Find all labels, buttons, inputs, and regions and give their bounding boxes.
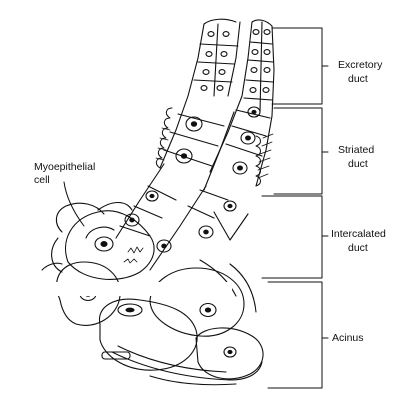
label-myoepithelial-line2: cell (34, 174, 50, 186)
label-intercalated-line1: Intercalated (331, 228, 386, 240)
label-intercalated-line2: duct (348, 242, 368, 254)
myoepithelial-cell-shape (41, 201, 133, 273)
label-excretory-line2: duct (348, 73, 368, 85)
bracket-acinus (267, 281, 323, 389)
label-myoepithelial-line1: Myoepithelial (34, 161, 95, 173)
intercalated-duct-shape (115, 163, 249, 271)
bracket-intercalated (261, 195, 323, 279)
label-striated-line1: Striated (338, 144, 374, 156)
bracket-striated (273, 107, 323, 195)
acinus-cluster (56, 210, 264, 386)
striated-duct-shape (155, 95, 274, 191)
excretory-duct-shape (187, 18, 275, 117)
label-acinus: Acinus (332, 332, 364, 344)
region-brackets (261, 27, 329, 389)
label-striated-line2: duct (348, 158, 368, 170)
bracket-excretory (271, 27, 323, 105)
myoepithelial-leader (63, 181, 85, 227)
white-band (0, 282, 232, 296)
label-excretory-line1: Excretory (338, 59, 383, 71)
